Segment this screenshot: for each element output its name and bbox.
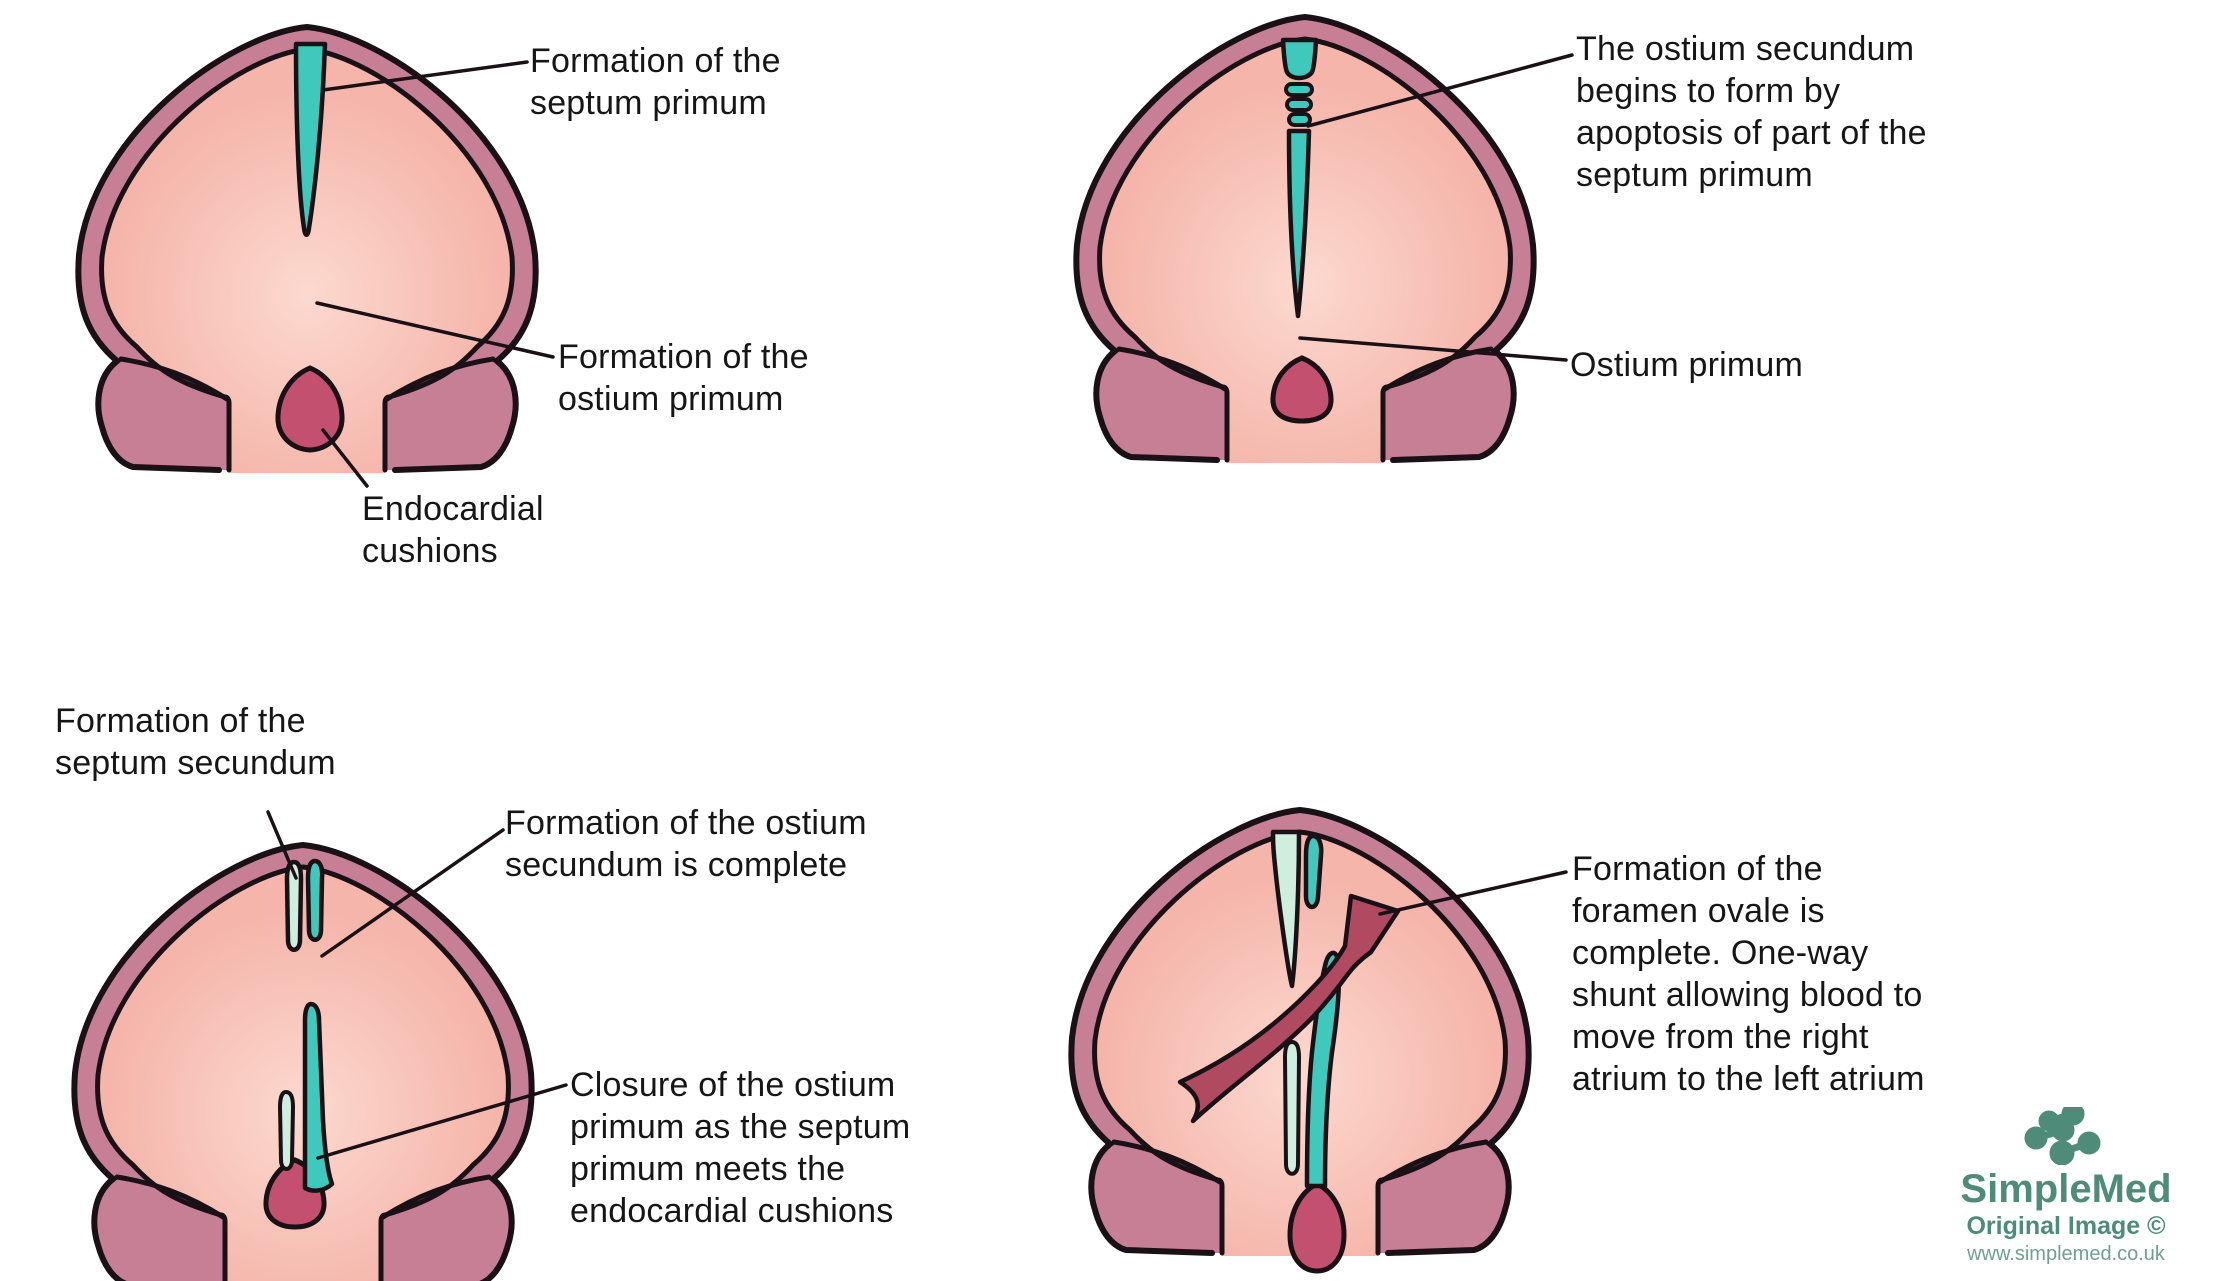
heart-diagram-stage-2 <box>1076 17 1533 463</box>
label-ostium-secundum-complete: Formation of the ostium secundum is comp… <box>505 804 867 884</box>
leader-line-foramen-ovale <box>1378 870 1568 916</box>
leader-line-septum-primum <box>321 60 529 92</box>
endocardial-cushion-shape <box>1287 1181 1347 1274</box>
leader-line-septum-secundum <box>266 810 298 880</box>
blood-flow-arrow <box>1177 893 1401 1124</box>
septum-primum-upper-shape <box>305 858 325 942</box>
endocardial-cushion-shape <box>275 365 345 453</box>
leader-line-ostium-primum-closure <box>316 1083 568 1160</box>
endocardial-cushion-shape <box>1270 355 1334 424</box>
label-foramen-ovale: Formation of the foramen ovale is comple… <box>1572 850 1925 1098</box>
septum-primum-shape <box>293 41 328 237</box>
heart-diagram-stage-4 <box>1071 810 1528 1274</box>
simplemed-watermark: SimpleMed Original Image © www.simplemed… <box>1951 1107 2181 1267</box>
septum-secundum-shape <box>1270 829 1302 989</box>
septum-primum-lower-shape <box>1286 128 1312 319</box>
leader-line-ostium-primum-2 <box>1298 336 1568 362</box>
label-ostium-secundum-forming: The ostium secundum begins to form by ap… <box>1576 30 1927 194</box>
simplemed-brand-text: SimpleMed <box>1960 1167 2172 1211</box>
apoptosis-dash <box>1285 97 1313 112</box>
label-ostium-primum-closure: Closure of the ostium primum as the sept… <box>570 1066 911 1230</box>
heart-diagram-stage-1 <box>78 27 535 473</box>
label-ostium-primum: Ostium primum <box>1570 346 1804 384</box>
septum-secundum-shape <box>284 859 304 952</box>
leader-line-ostium-secundum-complete <box>320 828 505 958</box>
heart-diagram-stage-3 <box>74 845 531 1281</box>
label-formation-septum-primum: Formation of the septum primum <box>530 42 781 122</box>
septum-primum-lower-shape <box>302 1001 335 1193</box>
label-endocardial-cushions: Endocardial cushions <box>362 490 544 570</box>
apoptosis-dash <box>1284 82 1314 97</box>
septum-secundum-lower-shape <box>1282 1039 1302 1176</box>
septum-secundum-lower-shape <box>277 1089 296 1171</box>
septum-primum-flap-shape <box>1304 950 1342 1189</box>
leader-line-endocardial-cushions <box>321 428 369 488</box>
leader-line-ostium-secundum-forming <box>1306 53 1574 128</box>
leader-line-ostium-primum-1 <box>315 301 555 359</box>
simplemed-url-text: www.simplemed.co.uk <box>1967 1243 2165 1265</box>
septum-primum-upper-shape <box>1303 833 1324 910</box>
simplemed-logo-icon <box>2024 1107 2101 1165</box>
simplemed-credit-text: Original Image © <box>1966 1212 2166 1240</box>
label-formation-ostium-primum: Formation of the ostium primum <box>558 338 809 418</box>
label-formation-septum-secundum: Formation of the septum secundum <box>55 702 336 782</box>
apoptosis-dash <box>1287 112 1312 127</box>
septum-primum-shape <box>1280 37 1319 81</box>
